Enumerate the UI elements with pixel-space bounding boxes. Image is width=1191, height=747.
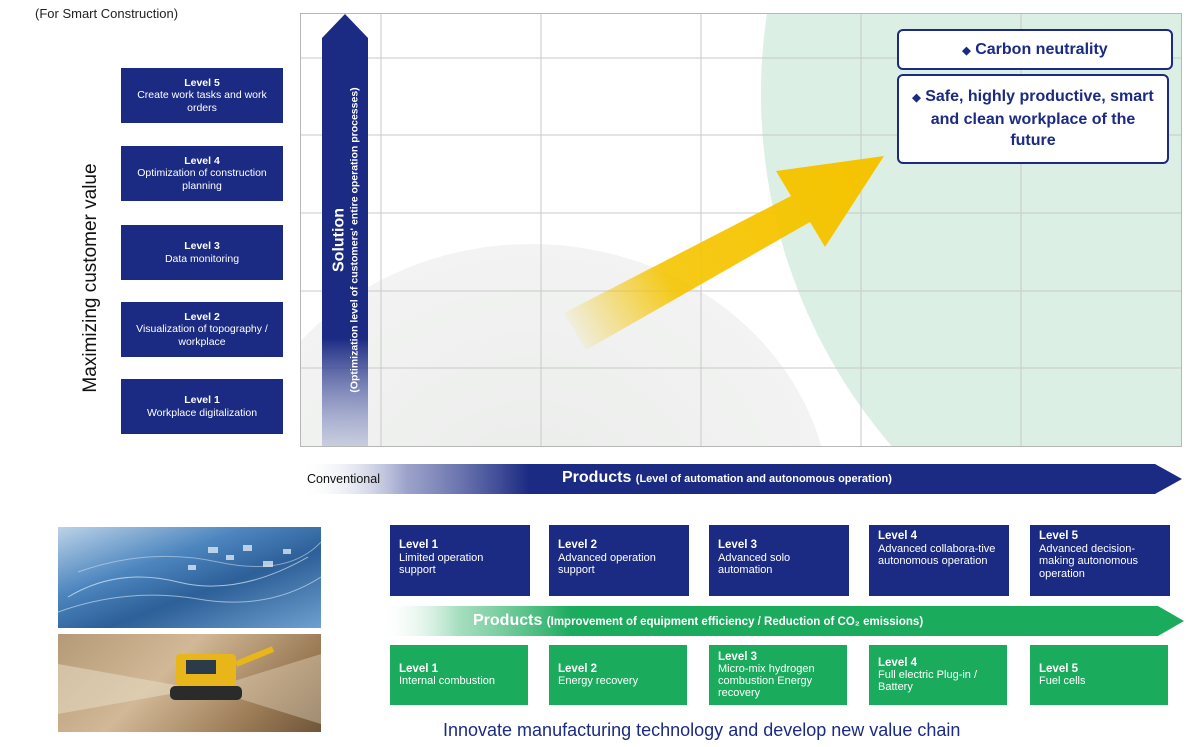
automation-level-5-title: Level 5 [1039, 530, 1078, 542]
powertrain-level-2-desc: Energy recovery [558, 675, 639, 687]
start-zone-blob [301, 244, 822, 446]
automation-level-2-desc: Advanced operation support [558, 551, 656, 577]
solution-level-5-desc: Create work tasks and work orders [137, 89, 267, 114]
conventional-label: Conventional [307, 472, 380, 486]
automation-level-5: Level 5 Advanced decision-making autonom… [1030, 525, 1170, 596]
automation-level-4: Level 4 Advanced collabora-tive autonomo… [869, 525, 1009, 596]
goal-carbon-neutrality: ◆ Carbon neutrality [897, 29, 1173, 70]
solution-level-2-desc: Visualization of topography / workplace [136, 323, 268, 348]
automation-level-2: Level 2 Advanced operation support [549, 525, 689, 596]
context-note: (For Smart Construction) [35, 6, 179, 21]
solution-arrow [322, 14, 368, 446]
solution-level-3: Level 3 Data monitoring [121, 225, 283, 280]
growth-arrow [564, 156, 884, 350]
solution-arrow-title: Solution [330, 208, 348, 272]
products-efficiency-label: Products (Improvement of equipment effic… [473, 612, 923, 630]
automation-level-3-desc: Advanced solo automation [718, 551, 791, 577]
automation-level-2-title: Level 2 [558, 539, 597, 551]
goal-carbon-neutrality-text: Carbon neutrality [975, 41, 1108, 58]
powertrain-level-5: Level 5 Fuel cells [1030, 645, 1168, 705]
solution-level-4: Level 4 Optimization of construction pla… [121, 146, 283, 201]
terrain-texture [57, 541, 322, 613]
excavator-site-photo [58, 634, 321, 732]
solution-level-1-title: Level 1 [184, 394, 220, 406]
automation-level-1-title: Level 1 [399, 539, 438, 551]
powertrain-level-3-desc: Micro-mix hydrogen combustion Energy rec… [718, 663, 815, 699]
powertrain-level-5-title: Level 5 [1039, 663, 1078, 675]
solution-level-4-desc: Optimization of construction planning [137, 167, 267, 192]
solution-arrow-subtitle: (Optimization level of customers' entire… [348, 87, 361, 393]
powertrain-level-5-desc: Fuel cells [1039, 675, 1086, 687]
solution-level-2-title: Level 2 [184, 310, 220, 323]
solution-level-5-title: Level 5 [184, 76, 220, 89]
solution-level-1-desc: Workplace digitalization [146, 406, 258, 419]
powertrain-level-1-desc: Internal combustion [399, 675, 495, 687]
y-axis-title: Maximizing customer value [80, 163, 101, 393]
products-efficiency-title: Products [473, 612, 543, 629]
solution-level-4-title: Level 4 [184, 154, 220, 167]
powertrain-level-1-title: Level 1 [399, 663, 438, 675]
products-efficiency-subtitle: (Improvement of equipment efficiency / R… [546, 616, 924, 628]
solution-level-1: Level 1 Workplace digitalization [121, 379, 283, 434]
products-automation-title: Products [562, 469, 632, 486]
powertrain-level-4: Level 4 Full electric Plug-in / Battery [869, 645, 1007, 705]
solution-arrow-label: Solution (Optimization level of customer… [325, 35, 367, 445]
powertrain-level-1: Level 1 Internal combustion [390, 645, 528, 705]
automation-level-1-desc: Limited operation support [399, 551, 484, 577]
digital-terrain-photo [57, 527, 322, 628]
products-automation-label: Products (Level of automation and autono… [562, 469, 892, 487]
automation-level-4-title: Level 4 [878, 530, 917, 542]
automation-level-3-title: Level 3 [718, 539, 757, 551]
automation-level-1: Level 1 Limited operation support [390, 525, 530, 596]
solution-level-3-desc: Data monitoring [164, 252, 240, 265]
goal-future-workplace: ◆ Safe, highly productive, smart and cle… [897, 74, 1169, 164]
solution-level-3-title: Level 3 [184, 240, 220, 252]
products-automation-arrow [300, 464, 1182, 494]
products-automation-subtitle: (Level of automation and autonomous oper… [635, 473, 892, 485]
diamond-bullet-icon: ◆ [912, 92, 921, 104]
goal-future-workplace-text: Safe, highly productive, smart and clean… [925, 88, 1154, 149]
powertrain-level-2-title: Level 2 [558, 663, 597, 675]
footer-statement: Innovate manufacturing technology and de… [443, 720, 961, 740]
powertrain-level-3-title: Level 3 [718, 651, 757, 663]
solution-level-2: Level 2 Visualization of topography / wo… [121, 302, 283, 357]
powertrain-level-2: Level 2 Energy recovery [549, 645, 687, 705]
powertrain-level-4-title: Level 4 [878, 657, 917, 669]
powertrain-level-4-desc: Full electric Plug-in / Battery [878, 669, 978, 693]
diamond-bullet-icon: ◆ [962, 45, 971, 57]
solution-level-5: Level 5 Create work tasks and work order… [121, 68, 283, 123]
powertrain-level-3: Level 3 Micro-mix hydrogen combustion En… [709, 645, 847, 705]
automation-level-5-desc: Advanced decision-making autonomous oper… [1039, 542, 1139, 580]
automation-level-3: Level 3 Advanced solo automation [709, 525, 849, 596]
products-efficiency-arrow [378, 606, 1184, 636]
automation-level-4-desc: Advanced collabora-tive autonomous opera… [878, 542, 996, 568]
excavator-scene [58, 646, 321, 724]
